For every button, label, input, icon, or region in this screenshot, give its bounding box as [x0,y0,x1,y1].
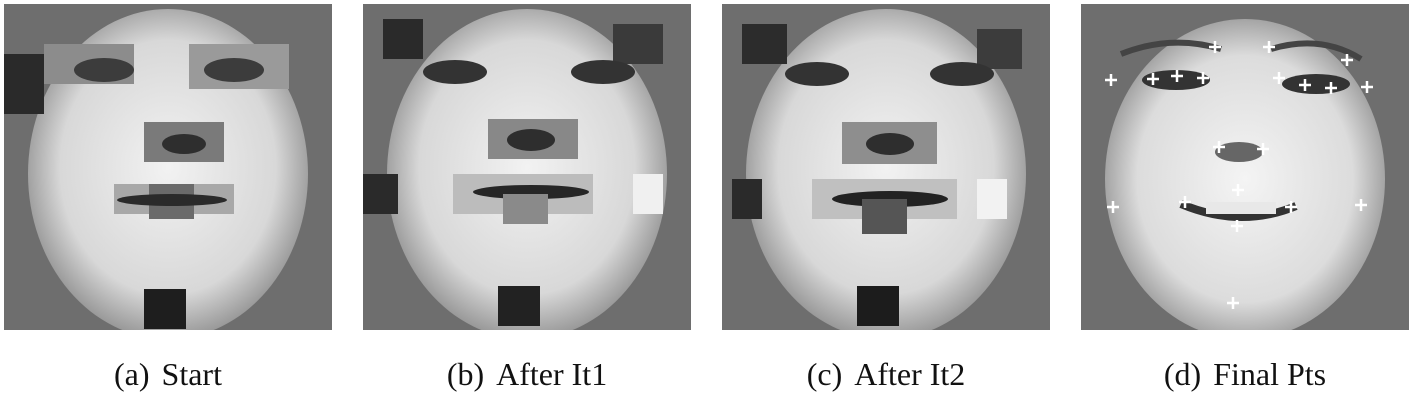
nose [507,129,555,151]
nose [162,134,206,154]
caption-label: (b) [446,356,485,392]
caption-d: (d) Final Pts [1081,356,1409,393]
patch [862,199,907,234]
caption-label: (d) [1163,356,1202,392]
face-image-after-it2 [722,4,1050,330]
face-image-final-points [1081,4,1409,330]
patch [363,174,398,214]
panel-a: (a) Start [4,4,332,392]
chin-patch [144,289,186,329]
left-eye [785,62,849,86]
patch [383,19,423,59]
caption-a: (a) Start [4,356,332,393]
face-skin [746,9,1026,330]
right-eye [1282,74,1350,94]
face-image-start [4,4,332,330]
right-eyebrow [1270,40,1363,62]
mouth [1179,200,1298,221]
left-eye [74,58,134,82]
right-eye [930,62,994,86]
chin-patch [857,286,899,326]
panel-c: (c) After It2 [722,4,1050,392]
chin-patch [498,286,540,326]
caption-text: After It1 [496,356,608,392]
nose [1215,142,1263,162]
patch [613,24,663,64]
caption-text: After It2 [854,356,966,392]
right-eye [571,60,635,84]
patch [503,194,548,224]
face-image-after-it1 [363,4,691,330]
landmark-points [1105,41,1373,309]
teeth [1206,202,1276,214]
mouth [473,185,589,199]
left-eye [423,60,487,84]
panel-b: (b) After It1 [363,4,691,392]
patch [633,174,663,214]
right-eye [204,58,264,82]
patch [977,29,1022,69]
patch [742,24,787,64]
patch [732,179,762,219]
nose [866,133,914,155]
caption-b: (b) After It1 [363,356,691,393]
face-skin [1105,19,1385,330]
face-skin [28,9,308,330]
caption-text: Start [161,356,222,392]
patch [4,54,44,114]
panel-d: (d) Final Pts [1081,4,1409,392]
caption-c: (c) After It2 [722,356,1050,393]
caption-text: Final Pts [1213,356,1327,392]
patch [977,179,1007,219]
face-skin [387,9,667,330]
mouth [117,194,227,206]
caption-label: (c) [806,356,843,392]
caption-label: (a) [114,356,150,392]
